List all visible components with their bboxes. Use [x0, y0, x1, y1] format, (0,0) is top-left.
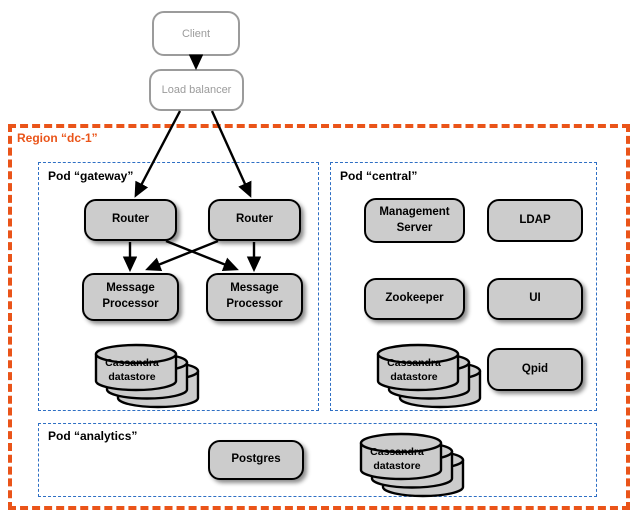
node-message-processor-2-label: Message Processor [226, 282, 283, 310]
datastore-cassandra-central[interactable]: Cassandra datastore [358, 337, 483, 409]
pod-central-boundary [330, 162, 597, 411]
node-router-2-label: Router [235, 213, 274, 226]
node-load-balancer-label: Load balancer [161, 84, 232, 96]
node-message-processor-1-label: Message Processor [102, 282, 159, 310]
node-qpid-label: Qpid [521, 362, 549, 375]
datastore-cassandra-gateway[interactable]: Cassandra datastore [76, 337, 201, 409]
node-ldap-label: LDAP [519, 213, 551, 226]
pod-gateway-label: Pod “gateway” [45, 169, 137, 183]
pod-central-label: Pod “central” [337, 169, 421, 183]
node-ui[interactable]: UI [487, 278, 583, 320]
node-message-processor-1[interactable]: Message Processor [82, 273, 179, 321]
node-message-processor-2[interactable]: Message Processor [206, 273, 303, 321]
node-management-server[interactable]: Management Server [364, 198, 465, 243]
node-router-2[interactable]: Router [208, 199, 301, 241]
pod-analytics-boundary [38, 423, 597, 497]
region-dc-1-label: Region “dc-1” [14, 131, 101, 145]
pod-analytics-label: Pod “analytics” [45, 429, 141, 443]
node-qpid[interactable]: Qpid [487, 348, 583, 391]
node-client-label: Client [181, 27, 211, 40]
cassandra-cylinder-stack-icon [94, 343, 200, 409]
node-client[interactable]: Client [152, 11, 240, 56]
region-dc-1-boundary [8, 124, 630, 510]
node-router-1[interactable]: Router [84, 199, 177, 241]
node-ldap[interactable]: LDAP [487, 199, 583, 242]
datastore-cassandra-analytics[interactable]: Cassandra datastore [341, 426, 466, 498]
node-zookeeper-label: Zookeeper [385, 292, 444, 305]
node-postgres[interactable]: Postgres [208, 440, 304, 480]
node-load-balancer[interactable]: Load balancer [149, 69, 244, 111]
node-router-1-label: Router [111, 213, 150, 226]
node-ui-label: UI [529, 292, 541, 305]
cassandra-cylinder-stack-icon [359, 432, 465, 498]
node-management-server-label: Management Server [379, 205, 450, 234]
node-postgres-label: Postgres [231, 453, 281, 466]
cassandra-cylinder-stack-icon [376, 343, 482, 409]
node-zookeeper[interactable]: Zookeeper [364, 278, 465, 320]
